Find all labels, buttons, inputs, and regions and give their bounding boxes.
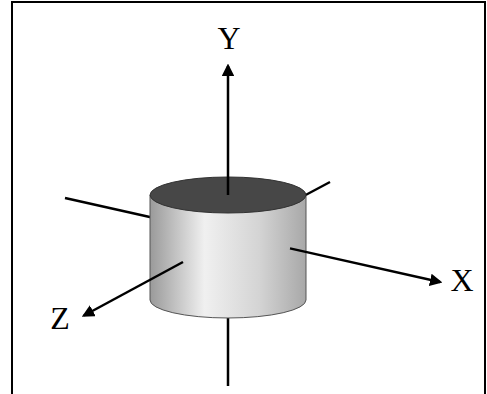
x-axis: [290, 248, 440, 282]
z-axis: [84, 262, 183, 316]
y-axis-bottom: [227, 310, 230, 386]
axis-label: X: [450, 264, 473, 296]
axis-label: Z: [50, 302, 70, 334]
y-axis: [227, 66, 230, 195]
axis-label: Y: [217, 22, 240, 54]
frame: [12, 2, 485, 394]
x-axis-back: [65, 198, 152, 218]
